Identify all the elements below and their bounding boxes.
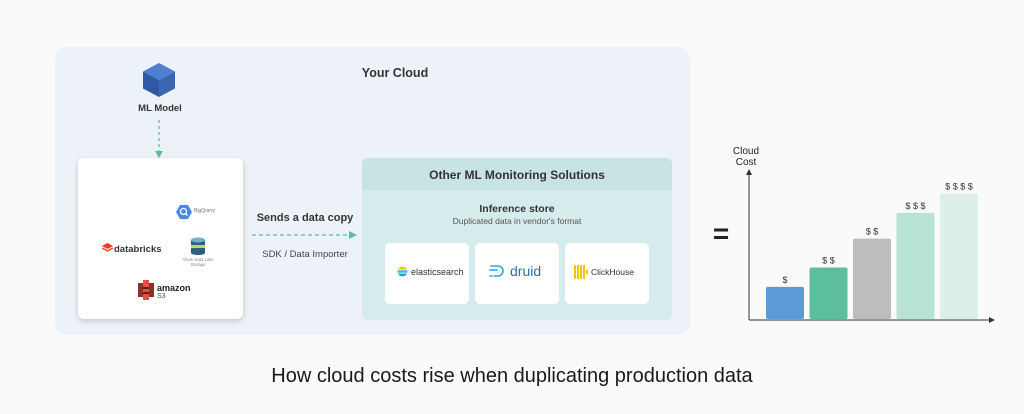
your-cloud-title: Your Cloud: [361, 66, 429, 80]
inference-store-subtitle: Duplicated data in vendor's format: [452, 216, 582, 226]
equals-sign: =: [712, 218, 730, 249]
sdk-data-importer-label: SDK / Data Importer: [262, 249, 348, 260]
druid-icon: [489, 265, 504, 277]
y-axis-label-line-2: Cost: [736, 157, 757, 168]
figure-caption: How cloud costs rise when duplicating pr…: [271, 365, 753, 387]
cost-bar-label-4: $ $ $: [905, 201, 925, 211]
cost-bar-3: [853, 238, 891, 319]
bigquery-icon: [176, 205, 192, 219]
y-axis-label-line-1: Cloud: [733, 146, 759, 157]
elasticsearch-logo: elasticsearch: [397, 266, 464, 277]
amazon-s3-sublabel: S3: [157, 293, 166, 300]
elasticsearch-label: elasticsearch: [411, 266, 464, 277]
vendor-panel-title: Other ML Monitoring Solutions: [429, 168, 605, 182]
data-copy-arrow-icon: [252, 231, 357, 239]
clickhouse-logo: ClickHouse: [574, 265, 634, 279]
ml-model-cube-icon: [143, 63, 175, 97]
druid-logo: druid: [489, 263, 541, 279]
cost-bar-label-2: $ $: [822, 256, 835, 266]
data-lake-storage-icon: [191, 237, 205, 255]
cost-bar-2: [809, 267, 848, 319]
druid-card: [475, 243, 559, 304]
sends-data-copy-label: Sends a data copy: [256, 212, 354, 224]
cost-bar-4: [896, 212, 935, 319]
ml-model-label: ML Model: [138, 103, 182, 114]
cost-bar-1: [766, 286, 804, 319]
y-axis-arrow-icon: [746, 169, 752, 175]
cost-bar-label-1: $: [782, 275, 787, 285]
x-axis-arrow-icon: [989, 317, 995, 323]
databricks-label: databricks: [114, 244, 162, 255]
data-storage-card: [78, 158, 243, 319]
cost-bar-label-5: $ $ $ $: [945, 182, 973, 192]
clickhouse-label: ClickHouse: [591, 267, 634, 277]
databricks-icon: [102, 243, 113, 252]
ml-model-down-arrow-icon: [155, 120, 163, 158]
elasticsearch-icon: [397, 266, 408, 277]
cost-bar-label-3: $ $: [866, 227, 879, 237]
inference-store-title: Inference store: [479, 203, 555, 215]
amazon-s3-label: amazon: [157, 283, 191, 293]
druid-label: druid: [510, 263, 542, 279]
cost-bar-5: [940, 193, 978, 319]
bigquery-label: BigQuery: [194, 208, 215, 214]
data-lake-storage-label: Azure Data Lake Storage: [182, 257, 214, 267]
cloud-cost-chart: Cloud Cost $ $ $ $ $ $ $ $ $ $ $ $: [733, 146, 995, 323]
amazon-s3-icon: [138, 280, 154, 300]
vendor-panel-header: [362, 158, 672, 190]
clickhouse-icon: [574, 265, 588, 279]
